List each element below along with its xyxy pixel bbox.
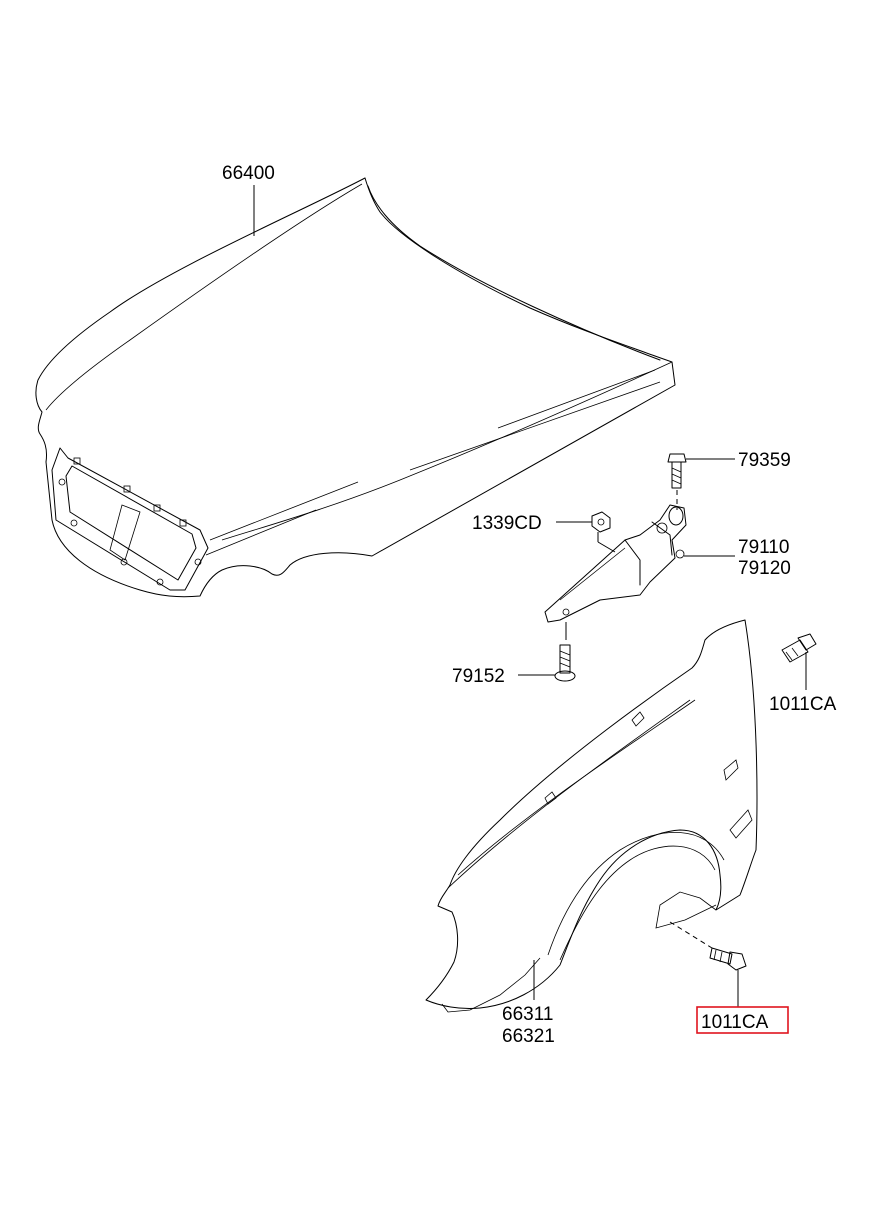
hood-hinge[interactable] <box>544 504 735 623</box>
frame-clip-icon <box>153 504 161 512</box>
frame-clip-icon <box>123 485 131 493</box>
label-66321: 66321 <box>502 1026 555 1047</box>
label-66311: 66311 <box>502 1004 553 1025</box>
label-79359: 79359 <box>738 450 791 471</box>
highlight-box <box>696 1006 789 1034</box>
hinge-nut-1339CD[interactable] <box>556 511 616 553</box>
fender-bolt-lower[interactable] <box>669 921 747 1007</box>
frame-hole-icon <box>120 558 128 566</box>
hinge-bolt-79359[interactable] <box>667 453 735 510</box>
label-66400: 66400 <box>222 163 275 184</box>
frame-hole-icon <box>58 478 66 486</box>
hood-inner-frame <box>51 447 209 591</box>
frame-hole-icon <box>194 558 202 566</box>
label-1339CD: 1339CD <box>472 513 542 534</box>
label-79152: 79152 <box>452 666 505 687</box>
front-fender[interactable] <box>425 619 758 1013</box>
frame-clip-icon <box>73 457 81 465</box>
frame-hole-icon <box>70 519 78 527</box>
hinge-bolt-79152[interactable] <box>518 622 576 682</box>
fender-bolt-upper[interactable] <box>781 633 817 690</box>
label-79110: 79110 <box>738 537 789 558</box>
label-1011CA-upper: 1011CA <box>769 694 837 715</box>
frame-hole-icon <box>156 578 164 586</box>
hood-panel[interactable] <box>35 177 676 598</box>
label-79120: 79120 <box>738 558 791 579</box>
label-1011CA-lower[interactable]: 1011CA <box>701 1012 769 1033</box>
frame-clip-icon <box>179 519 187 527</box>
